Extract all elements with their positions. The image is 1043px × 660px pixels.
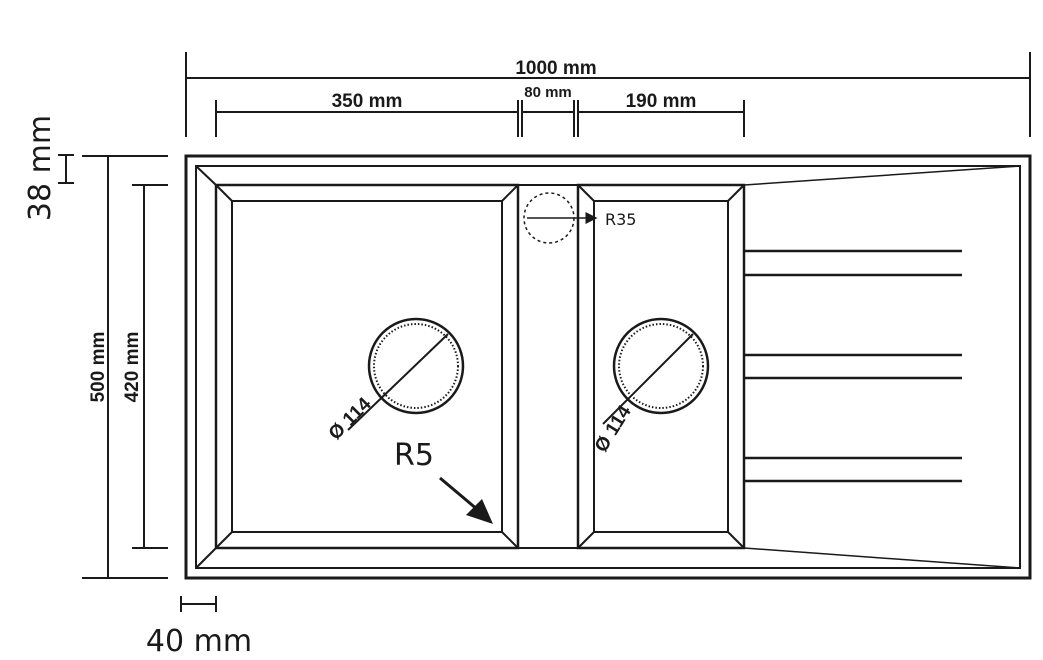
divider-width-label: 80 mm <box>524 84 572 101</box>
left-bowl-width-label: 350 mm <box>332 91 403 112</box>
top-rim-dimension: 38 mm <box>23 115 168 221</box>
sink-outline <box>184 154 1032 580</box>
top-rim-label: 38 mm <box>23 115 58 221</box>
side-rim-label: 40 mm <box>146 624 252 659</box>
bowl-depth-label: 420 mm <box>122 332 143 403</box>
right-drain-diameter-label: Ø 114 <box>591 402 636 457</box>
overall-width-label: 1000 mm <box>515 58 596 79</box>
corner-radius-callout: R5 <box>394 438 493 524</box>
overall-depth-dimension: 500 mm <box>82 156 168 579</box>
bowl-divider <box>518 184 578 549</box>
right-drain: Ø 114 <box>591 317 710 457</box>
drain-groove-1 <box>744 249 962 277</box>
overall-depth-label: 500 mm <box>88 332 109 403</box>
drain-groove-2 <box>744 353 962 380</box>
tap-hole-radius-label: R35 <box>605 210 636 229</box>
side-rim-dimension: 40 mm <box>146 596 252 659</box>
right-bowl-width-label: 190 mm <box>626 91 697 112</box>
tap-hole: R35 <box>523 192 636 244</box>
overall-width-dimension: 1000 mm <box>185 52 1031 137</box>
left-drain: Ø 114 <box>325 317 465 444</box>
divider-width-dimension: 80 mm <box>521 84 575 137</box>
left-drain-diameter-label: Ø 114 <box>325 393 376 444</box>
right-bowl-width-dimension: 190 mm <box>577 91 745 137</box>
left-bowl <box>195 165 520 569</box>
left-bowl-width-dimension: 350 mm <box>215 91 519 137</box>
corner-radius-arrowhead <box>466 499 493 524</box>
right-bowl <box>576 183 746 550</box>
bowl-depth-dimension: 420 mm <box>122 184 168 549</box>
drainboard <box>743 165 1021 569</box>
corner-radius-label: R5 <box>394 438 434 473</box>
drain-groove-3 <box>744 456 962 483</box>
